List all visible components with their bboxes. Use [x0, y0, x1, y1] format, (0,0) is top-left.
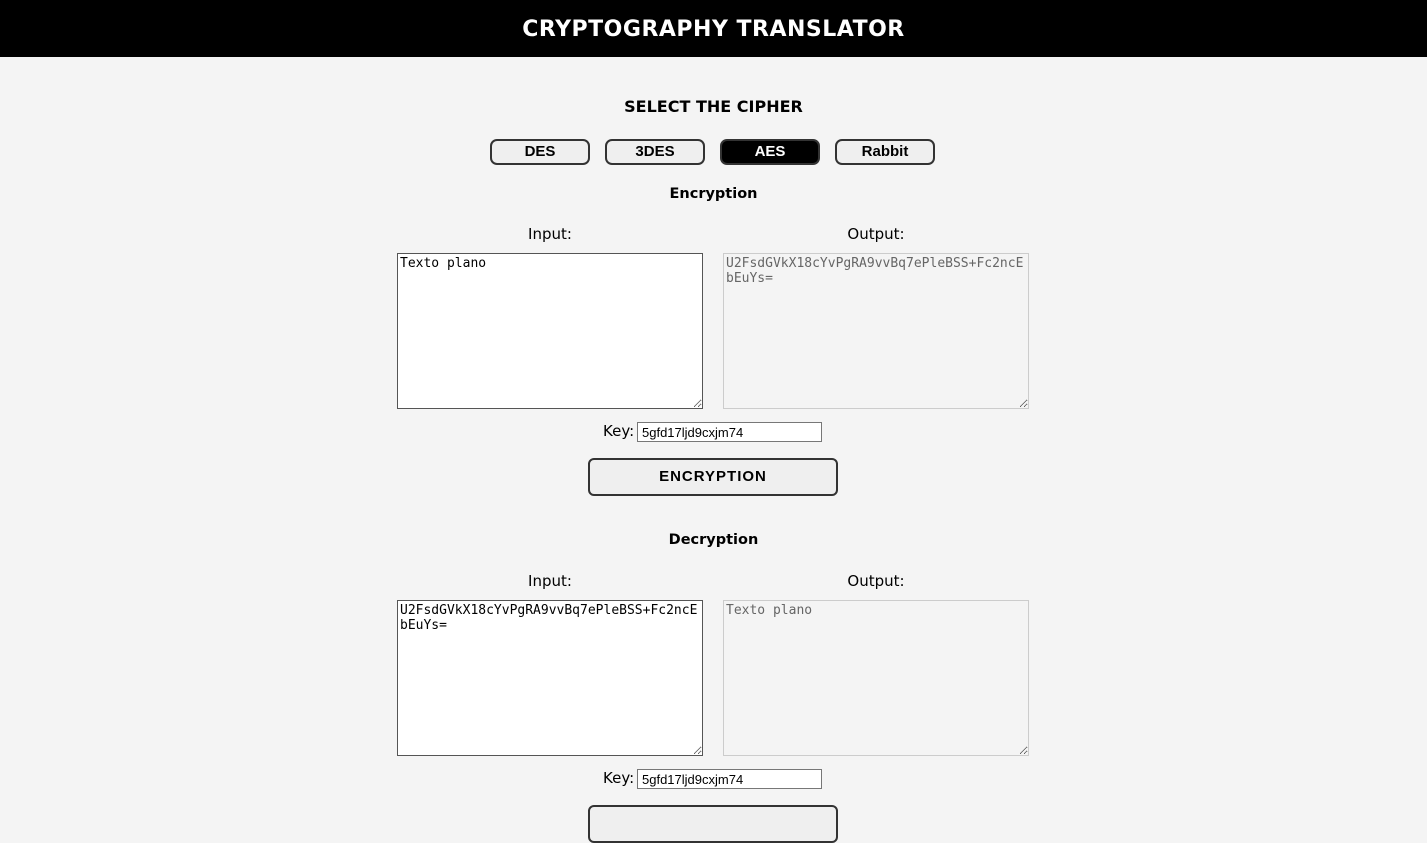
encryption-input-textarea[interactable]: Texto plano: [397, 253, 703, 409]
cipher-3des-button[interactable]: 3DES: [605, 139, 705, 165]
encryption-input-label: Input:: [528, 225, 572, 243]
decryption-input-textarea[interactable]: U2FsdGVkX18cYvPgRA9vvBq7ePleBSS+Fc2ncEbE…: [397, 600, 703, 756]
encryption-heading: Encryption: [669, 186, 758, 202]
cipher-selector: DES 3DES AES Rabbit: [490, 139, 935, 165]
encryption-key-input[interactable]: [637, 422, 822, 442]
decryption-heading: Decryption: [668, 532, 759, 548]
cipher-rabbit-button[interactable]: Rabbit: [835, 139, 935, 165]
decryption-input-label: Input:: [528, 572, 572, 590]
cipher-aes-button[interactable]: AES: [720, 139, 820, 165]
encryption-key-label: Key:: [603, 422, 635, 440]
decryption-output-textarea[interactable]: Texto plano: [723, 600, 1029, 756]
cipher-heading: SELECT THE CIPHER: [624, 97, 803, 116]
encryption-output-label: Output:: [847, 225, 905, 243]
decryption-key-input[interactable]: [637, 769, 822, 789]
decryption-key-label: Key:: [603, 769, 635, 787]
encryption-button[interactable]: ENCRYPTION: [588, 458, 838, 496]
decryption-output-label: Output:: [847, 572, 905, 590]
encryption-output-textarea[interactable]: U2FsdGVkX18cYvPgRA9vvBq7ePleBSS+Fc2ncEbE…: [723, 253, 1029, 409]
app-header: CRYPTOGRAPHY TRANSLATOR: [0, 0, 1427, 57]
decryption-button[interactable]: [588, 805, 838, 843]
cipher-des-button[interactable]: DES: [490, 139, 590, 165]
app-title: CRYPTOGRAPHY TRANSLATOR: [522, 17, 905, 42]
